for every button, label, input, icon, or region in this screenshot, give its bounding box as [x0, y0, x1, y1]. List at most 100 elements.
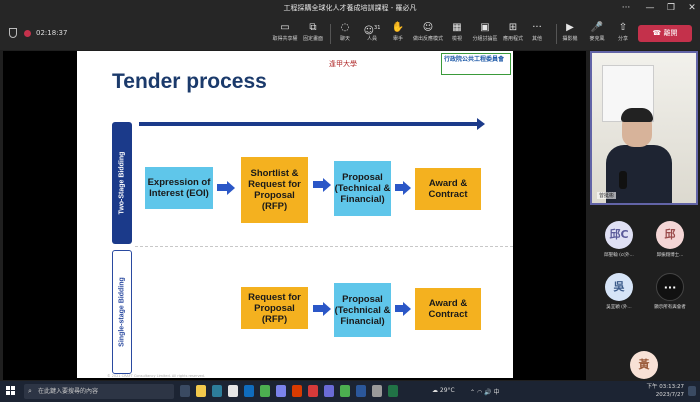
flow-arrow-head: [227, 181, 235, 195]
share-button[interactable]: ⇧ 分享: [606, 21, 640, 47]
pin-icon: ⧉: [309, 22, 317, 33]
phase-label-two-stage: Two-Stage Bidding: [112, 122, 132, 244]
flow-arrow-head: [403, 181, 411, 195]
phase-label-text: Single-stage Bidding: [118, 277, 126, 347]
grid-icon: ▦: [452, 22, 462, 33]
pin-button[interactable]: ⧉ 固定畫面: [296, 21, 330, 47]
teams-icon[interactable]: [276, 385, 286, 397]
raise-hand-button[interactable]: ✋ 舉手: [381, 21, 415, 47]
weather-temp: 29°C: [439, 387, 455, 394]
taskbar-clock[interactable]: 下午 03:13:27 2023/7/27: [644, 383, 684, 399]
handheld-mic: [619, 171, 627, 189]
more-icon: ···: [532, 22, 542, 33]
share-icon: ⇧: [618, 22, 628, 33]
taskbar-search-input[interactable]: ⌕ 在此鍵入要搜尋的內容: [24, 384, 174, 399]
breakout-rooms-button[interactable]: ▣ 分組討論區: [468, 21, 502, 47]
chrome-icon[interactable]: [260, 385, 270, 397]
speaker-video[interactable]: 曾挺彬: [590, 51, 698, 205]
agency-logo-text: 行政院公共工程委員會: [444, 56, 505, 63]
flow-box-proposal: Proposal (Technical & Financial): [334, 161, 391, 216]
flow-box-award: Award & Contract: [415, 168, 481, 210]
leave-button[interactable]: ☎ 離開: [638, 25, 692, 42]
react-button[interactable]: ☺ 做出反應模式: [412, 22, 443, 42]
minimize-icon[interactable]: —: [645, 3, 655, 13]
flow-box-eoi: Expression of Interest (EOI): [145, 167, 213, 209]
search-icon: ⌕: [28, 387, 32, 395]
camera-icon: ▭: [280, 22, 290, 33]
close-icon[interactable]: ✕: [688, 3, 696, 13]
university-logo-text: 逢甲大學: [329, 60, 357, 68]
phase-label-single-stage: Single-stage Bidding: [112, 250, 132, 374]
more-options-button[interactable]: ··· 其他: [520, 21, 554, 47]
meeting-timer: 02:18:37: [36, 29, 68, 37]
weather-widget[interactable]: ☁ 29°C: [432, 387, 455, 394]
flow-box-shortlist-rfp: Shortlist & Request for Proposal (RFP): [241, 157, 308, 223]
participant-tile[interactable]: 邱 邱振翔博士...: [644, 221, 696, 261]
apps-button[interactable]: ⊞ 應用程式: [496, 21, 530, 47]
chat-button[interactable]: ◌ 聊天: [328, 21, 362, 47]
hand-icon: ✋: [391, 22, 405, 33]
edge-icon[interactable]: [212, 385, 222, 397]
teams-meeting-icon[interactable]: [324, 385, 334, 397]
mic-button[interactable]: 🎤 麥克風: [580, 21, 614, 47]
avatar: 黃: [630, 351, 658, 379]
notification-icon[interactable]: [688, 386, 696, 396]
slide-footer: © 2021 CRAFT Consultancy Limited. All ri…: [107, 374, 206, 378]
system-tray[interactable]: ⌃ ◠ 🔊 中: [470, 387, 500, 396]
participant-name: 邱聖翰 (c(外...: [604, 253, 634, 258]
people-icon: ☺31: [363, 25, 381, 37]
phone-icon: ☎: [652, 29, 664, 37]
participant-tile[interactable]: 邱C 邱聖翰 (c(外...: [593, 221, 645, 261]
flow-arrow: [217, 184, 227, 191]
task-view-icon[interactable]: [180, 385, 190, 397]
take-control-button[interactable]: ▭ 取得共享權: [268, 21, 302, 47]
toolbar-divider: [556, 24, 557, 44]
more-icon[interactable]: ···: [621, 3, 631, 13]
participant-name: 邱振翔博士...: [656, 253, 684, 258]
chat-icon: ◌: [340, 22, 350, 33]
people-count-badge: 31: [374, 25, 381, 31]
store-icon[interactable]: [228, 385, 238, 397]
clock-time: 下午 03:13:27: [646, 384, 684, 390]
restore-icon[interactable]: ❐: [666, 3, 676, 13]
chevron-up-icon: ⌃: [470, 389, 477, 396]
flow-box-award-single: Award & Contract: [415, 288, 481, 330]
emoji-icon: ☺: [422, 22, 434, 33]
volume-icon: 🔊: [484, 389, 494, 396]
flow-box-rfp: Request for Proposal (RFP): [241, 287, 308, 329]
flow-arrow: [395, 184, 403, 191]
shield-icon: [9, 28, 17, 38]
input-language: 中: [493, 389, 500, 396]
camera-button[interactable]: ▶ 攝影機: [553, 21, 587, 47]
outlook-icon[interactable]: [244, 385, 254, 397]
meeting-toolbar: 02:18:37 ▭ 取得共享權 ⧉ 固定畫面 ◌ 聊天 ☺31 人員 ✋ 舉手…: [0, 17, 700, 50]
participant-tile[interactable]: 黃: [618, 351, 670, 391]
flow-arrow-head: [403, 302, 411, 316]
file-explorer-icon[interactable]: [196, 385, 206, 397]
windows-taskbar: ⌕ 在此鍵入要搜尋的內容 ☁ 29°C ⌃ ◠ 🔊 中 下午 03:13:27 …: [0, 381, 700, 402]
wifi-icon: ◠: [476, 389, 485, 396]
participant-name: 吳宜穎 (外...: [606, 305, 632, 310]
phase-label-text: Two-Stage Bidding: [118, 151, 126, 215]
participants-panel: 曾挺彬 邱C 邱聖翰 (c(外... 邱 邱振翔博士... 吳 吳宜穎 (外..…: [587, 51, 700, 380]
word-icon[interactable]: [356, 385, 366, 397]
flow-arrow: [395, 305, 403, 312]
excel-icon[interactable]: [388, 385, 398, 397]
video-icon: ▶: [566, 22, 574, 33]
mic-off-icon: 🎤: [590, 22, 604, 33]
windows-start-icon[interactable]: [6, 386, 16, 396]
view-button[interactable]: ▦ 檢視: [440, 21, 474, 47]
participant-tile[interactable]: 吳 吳宜穎 (外...: [593, 273, 645, 313]
show-all-participants-button[interactable]: ··· 顯示所有與會者: [644, 273, 696, 313]
people-button[interactable]: ☺31 人員: [355, 21, 389, 47]
window-title: 工程採購全球化人才養成培訓課程 - 羅必凡: [283, 4, 417, 12]
agency-logo: 行政院公共工程委員會: [441, 53, 511, 75]
avatar: 邱C: [605, 221, 633, 249]
timeline-arrow-head: [477, 118, 485, 130]
flow-arrow-head: [323, 302, 331, 316]
app-icon[interactable]: [308, 385, 318, 397]
powerpoint-icon[interactable]: [292, 385, 302, 397]
chrome-profile-icon[interactable]: [340, 385, 350, 397]
app-icon[interactable]: [372, 385, 382, 397]
search-placeholder: 在此鍵入要搜尋的內容: [38, 388, 99, 395]
